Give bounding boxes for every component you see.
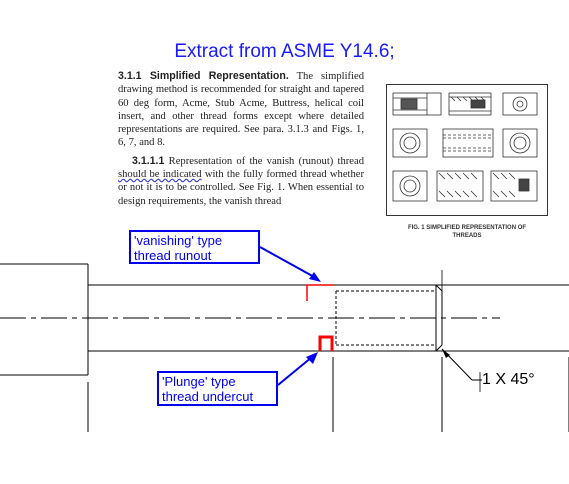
vanishing-callout-line-2: thread runout: [134, 248, 212, 263]
page-title: Extract from ASME Y14.6;: [174, 41, 395, 62]
underlined-phrase: should be indicated: [118, 169, 202, 181]
figure-caption-line-2: THREADS: [452, 233, 482, 239]
fig-end-view-3: [502, 128, 538, 158]
chamfer-bottom: [435, 344, 443, 352]
vanishing-callout-leader: [259, 246, 317, 279]
vanishing-runout-callout: 'vanishing' type thread runout: [129, 230, 260, 264]
paragraph-3-1-1-body: The simplified drawing method is recomme…: [118, 71, 364, 149]
figure-1-thread-views: [386, 84, 548, 216]
plunge-undercut-highlight: [318, 335, 334, 351]
paragraph-3-1-1-1-before: Representation of the vanish (runout) th…: [164, 155, 364, 167]
vanishing-runout-highlight: [306, 284, 333, 301]
fig-bolt-side-view: [392, 92, 442, 116]
fig-blind-hole-section: [490, 170, 538, 202]
plunge-callout-line-2: thread undercut: [162, 389, 254, 404]
chamfer-dimension-label: 1 X 45°: [482, 371, 535, 388]
fig-internal-thread-section: [442, 128, 494, 158]
figure-caption: FIG. 1 SIMPLIFIED REPRESENTATION OF THRE…: [378, 224, 556, 240]
paragraph-3-1-1-1-after: with the fully formed thread whether or …: [118, 169, 364, 207]
fig-end-view-1: [502, 92, 538, 116]
chamfer-top: [435, 284, 443, 292]
plunge-callout-leader: [277, 356, 313, 386]
paragraph-3-1-1-1: 3.1.1.1 Representation of the vanish (ru…: [118, 155, 364, 208]
plunge-callout-line-1: 'Plunge' type: [162, 374, 236, 389]
heading-3-1-1-1: 3.1.1.1: [132, 154, 165, 167]
fig-end-view-2: [392, 128, 428, 158]
vanishing-callout-line-1: 'vanishing' type: [134, 233, 223, 248]
standard-excerpt: 3.1.1 Simplified Representation. The sim…: [118, 70, 364, 213]
figure-1-drawing: [392, 92, 538, 202]
fig-end-view-4: [392, 170, 428, 202]
fig-hatched-section: [436, 170, 484, 202]
fig-tapped-hole-section: [448, 92, 492, 116]
plunge-callout-arrowhead: [306, 352, 318, 364]
figure-caption-line-1: FIG. 1 SIMPLIFIED REPRESENTATION OF: [407, 225, 527, 231]
heading-3-1-1: 3.1.1 Simplified Representation.: [118, 70, 289, 82]
dimension-arrowhead: [442, 349, 450, 358]
plunge-undercut-callout: 'Plunge' type thread undercut: [157, 371, 278, 406]
vanishing-callout-arrowhead: [309, 272, 321, 282]
paragraph-3-1-1: 3.1.1 Simplified Representation. The sim…: [118, 70, 364, 150]
